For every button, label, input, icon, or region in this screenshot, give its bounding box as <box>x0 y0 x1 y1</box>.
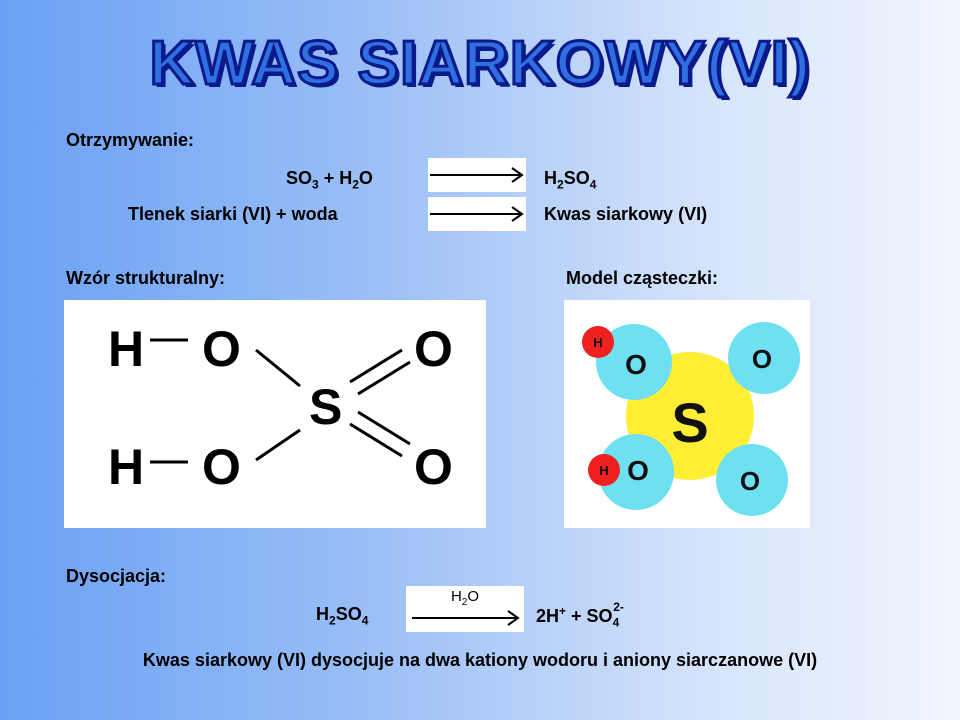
dissociation-arrow: H2O <box>406 586 524 632</box>
model-atom-o1: O <box>625 349 647 380</box>
atom-o1: O <box>202 321 241 377</box>
bond-o3-s <box>255 428 301 462</box>
bond-o1-s <box>255 348 301 388</box>
atom-o3: O <box>202 439 241 495</box>
atom-h2: H <box>108 439 144 495</box>
obtaining-label: Otrzymywanie: <box>66 130 195 150</box>
bond-s-o4-b <box>357 410 411 446</box>
atom-o4: O <box>414 439 453 495</box>
hydrogen-sphere <box>588 454 620 486</box>
model-atom-o4: O <box>740 466 760 496</box>
eq2-product: Kwas siarkowy (VI) <box>544 204 708 224</box>
molecule-model-panel: S O O O O H H <box>564 300 810 528</box>
atom-s: S <box>309 379 342 435</box>
reaction-arrow-icon <box>430 167 524 183</box>
eq1-arrow <box>428 158 526 192</box>
structural-formula-panel: H O O S H O O <box>64 300 486 528</box>
dissociation-reactant: H2SO4 <box>316 604 369 628</box>
bond-s-o4-a <box>349 422 403 458</box>
arrow-condition: H2O <box>450 588 480 608</box>
eq1-product: H2SO4 <box>544 168 597 192</box>
eq2-arrow <box>428 197 526 231</box>
eq2-reactants: Tlenek siarki (VI) + woda <box>128 204 338 224</box>
bond-s-o2-b <box>357 360 411 396</box>
model-atom-o3: O <box>627 455 649 486</box>
reaction-arrow-icon <box>430 206 524 222</box>
dissociation-description: Kwas siarkowy (VI) dysocjuje na dwa kati… <box>142 650 818 670</box>
oxygen-sphere <box>596 324 672 400</box>
oxygen-sphere <box>598 434 674 510</box>
reaction-arrow-icon <box>412 610 520 626</box>
molecule-model-diagram: S O O O O H H <box>582 322 800 516</box>
oxygen-sphere <box>716 444 788 516</box>
atom-h1: H <box>108 321 144 377</box>
model-atom-s: S <box>671 391 708 454</box>
dissociation-products: 2H+ + SO42- <box>536 600 624 630</box>
structural-formula-diagram: H O O S H O O <box>108 321 453 495</box>
bond-s-o2-a <box>349 348 403 384</box>
dissociation-label: Dysocjacja: <box>66 566 167 586</box>
hydrogen-sphere <box>582 326 614 358</box>
eq1-reactants: SO3 + H2O <box>286 168 373 192</box>
model-atom-h1: H <box>593 335 602 350</box>
structural-formula-label: Wzór strukturalny: <box>66 268 226 288</box>
model-atom-o2: O <box>752 344 772 374</box>
page-title: KWAS SIARKOWY(VI) <box>148 28 811 100</box>
model-atom-h2: H <box>599 463 608 478</box>
atom-o2: O <box>414 321 453 377</box>
molecule-model-label: Model cząsteczki: <box>566 268 719 288</box>
oxygen-sphere <box>728 322 800 394</box>
